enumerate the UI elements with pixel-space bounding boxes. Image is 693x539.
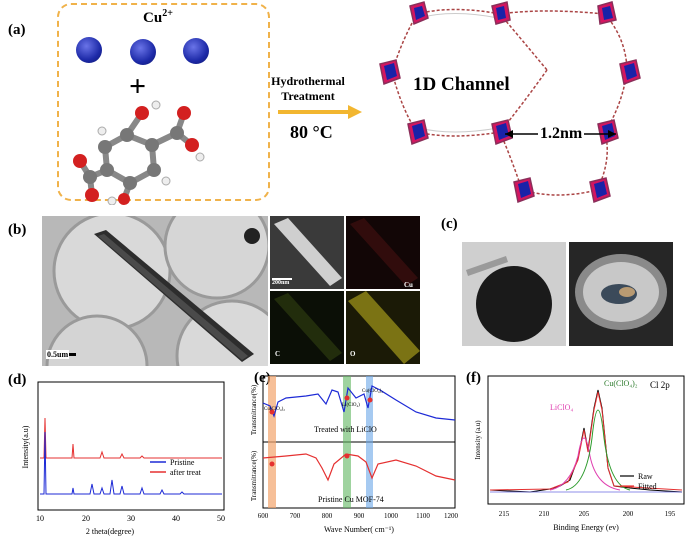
ftir-xlabel: Wave Number( cm⁻¹) xyxy=(324,525,394,534)
xps-ylabel: Intensity (a.u) xyxy=(474,420,482,460)
precursor-box xyxy=(57,3,270,201)
xps-xtick: 205 xyxy=(579,510,590,518)
ftir-annot-bottom: Pristine Cu MOF-74 xyxy=(318,495,384,504)
ftir-xtick: 1200 xyxy=(444,512,458,520)
panel-d-label: (d) xyxy=(8,372,27,388)
ftir-peak-marker xyxy=(269,409,275,415)
ftir-xtick: 1000 xyxy=(384,512,399,520)
xrd-after-treat-line xyxy=(40,417,222,459)
xps-legend-raw: Raw xyxy=(638,472,653,481)
xrd-plot-frame xyxy=(37,381,225,511)
ftir-band-cu-perchlorate-a xyxy=(268,376,276,508)
xps-cu-component xyxy=(565,409,631,491)
mof-channel-structure xyxy=(379,1,641,204)
xps-xlabel: Binding Energy (ev) xyxy=(553,523,619,532)
eds-label-o: O xyxy=(350,350,356,358)
ftir-peak-marker xyxy=(344,453,350,459)
ftir-peak-marker xyxy=(344,395,350,401)
ftir-peak-c-label: Cu(ClO₄)₂ xyxy=(362,389,383,394)
xps-xtick: 200 xyxy=(623,510,634,518)
xps-plot-frame xyxy=(487,375,685,505)
panel-e-label: (e) xyxy=(254,370,271,386)
ftir-peak-b-label: Li(ClO₄) xyxy=(342,403,360,408)
eds-map-o xyxy=(346,291,420,364)
ftir-peak-marker xyxy=(367,397,373,403)
panel-b-label: (b) xyxy=(8,222,27,238)
xrd-xtick: 40 xyxy=(172,514,180,523)
ftir-peak-a-label: Cu(ClO₄)₂ xyxy=(264,407,285,412)
ftir-pristine-line xyxy=(262,453,456,482)
ftir-xtick: 900 xyxy=(354,512,365,520)
xps-legend-fitted: Fitted xyxy=(638,482,657,491)
xrd-xtick: 10 xyxy=(36,514,44,523)
copper-ion-label: Cu2+ xyxy=(143,8,173,26)
ftir-xtick: 1100 xyxy=(416,512,430,520)
xrd-ylabel: Intensity(a.u) xyxy=(21,425,30,468)
panel-f-label: (f) xyxy=(466,370,481,386)
ftir-peak-marker xyxy=(269,461,275,467)
eds-map-c xyxy=(270,291,344,364)
ftir-treated-line xyxy=(262,385,456,421)
ftir-ylabel-top: Transmittance(%) xyxy=(250,384,258,435)
xps-licl-component xyxy=(549,437,621,491)
eds-label-cu: Cu xyxy=(404,281,413,289)
reaction-arrow xyxy=(278,105,362,119)
ftir-xtick: 600 xyxy=(258,512,269,520)
xps-peak-cu-label: Cu(ClO₄)₂ xyxy=(604,379,638,388)
ftir-ylabel-bottom: Transmittance(%) xyxy=(250,450,258,501)
ftir-annot-top: Treated with LiClO xyxy=(314,425,377,434)
panel-a-label: (a) xyxy=(8,22,26,38)
copper-ion-sphere xyxy=(76,37,102,63)
scale-label-main: 0.5um xyxy=(46,350,70,359)
scale-label-map: 200nm xyxy=(272,280,290,286)
membrane-photo xyxy=(462,242,566,346)
xrd-xtick: 50 xyxy=(217,514,225,523)
copper-ion-sphere xyxy=(183,38,209,64)
xrd-xlabel: 2 theta(degree) xyxy=(86,527,135,536)
xrd-legend-pristine: Pristine xyxy=(170,458,195,467)
channel-label: 1D Channel xyxy=(413,74,510,95)
xrd-xtick: 20 xyxy=(82,514,90,523)
ftir-xtick: 800 xyxy=(322,512,333,520)
channel-size-label: 1.2nm xyxy=(538,125,585,143)
ftir-chart: Cu(ClO₄)₂ Li(ClO₄) Cu(ClO₄)₂ Treated wit… xyxy=(250,375,458,534)
ftir-xtick: 700 xyxy=(290,512,301,520)
xps-chart: Cl 2p LiClO₄ Cu(ClO₄)₂ Raw Fitted 215 21… xyxy=(474,375,685,532)
process-label-line2: Treatment xyxy=(281,89,335,103)
xps-title: Cl 2p xyxy=(650,380,670,390)
scale-bar-map xyxy=(272,278,292,280)
xrd-xtick: 30 xyxy=(127,514,135,523)
ftir-band-li-perchlorate xyxy=(343,376,351,508)
xps-peak-licl-label: LiClO₄ xyxy=(550,403,573,412)
panel-c-label: (c) xyxy=(441,216,458,232)
xrd-pristine-line xyxy=(40,431,222,495)
xrd-chart: 10 20 30 40 50 2 theta(degree) Intensity… xyxy=(21,381,225,536)
eds-label-c: C xyxy=(275,350,281,358)
xps-xtick: 195 xyxy=(665,510,676,518)
ftir-band-cu-perchlorate-b xyxy=(366,376,373,508)
tem-image xyxy=(42,216,268,366)
process-label-line1: Hydrothermal xyxy=(271,74,345,88)
eds-map-haadf xyxy=(270,216,344,289)
xps-xtick: 210 xyxy=(539,510,550,518)
tem-micrograph xyxy=(42,216,268,366)
temperature-label: 80 °C xyxy=(290,122,333,142)
plus-sign: + xyxy=(129,70,147,103)
xrd-legend-after: after treat xyxy=(170,468,202,477)
xps-xtick: 215 xyxy=(499,510,510,518)
electrode-cell-photo xyxy=(569,242,673,346)
copper-ion-sphere xyxy=(130,39,156,65)
xps-fitted-line xyxy=(489,391,683,491)
eds-map-cu xyxy=(346,216,420,289)
linker-molecule-model xyxy=(73,100,205,205)
